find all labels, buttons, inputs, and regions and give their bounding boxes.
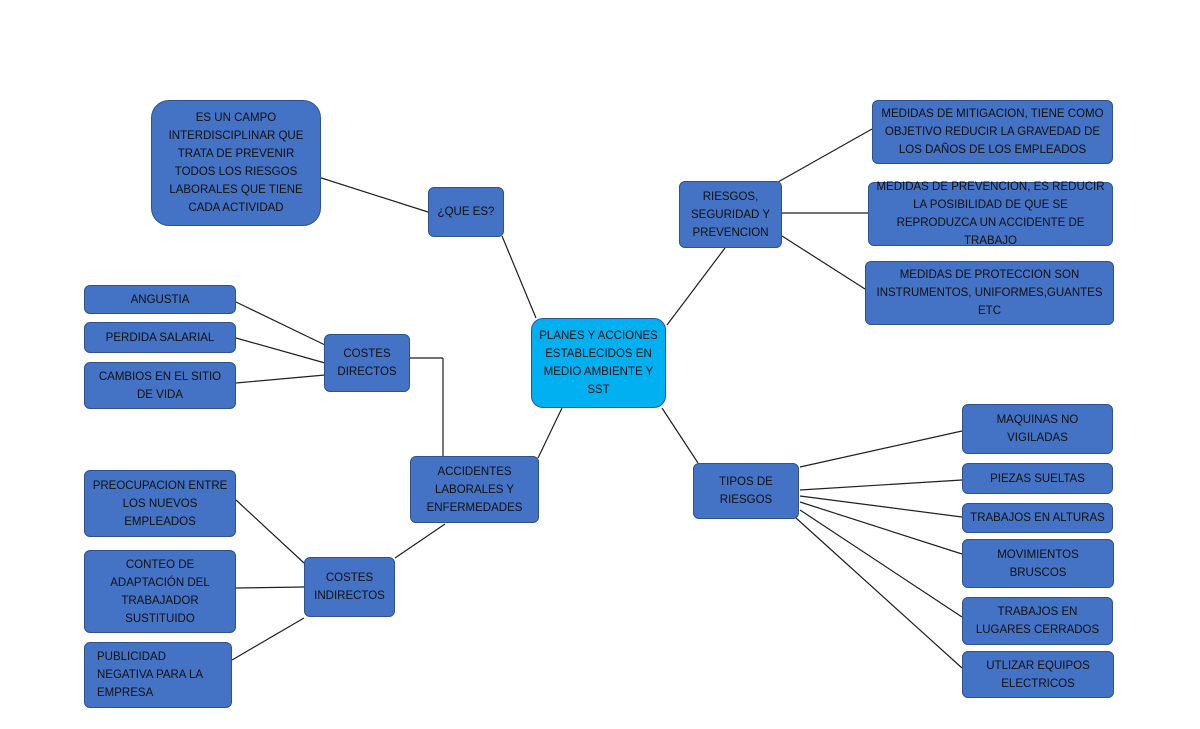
link-que-es-definicion xyxy=(311,174,429,213)
maquinas-node: MAQUINAS NO VIGILADAS xyxy=(962,404,1113,454)
conteo-node: CONTEO DE ADAPTACIÓN DEL TRABAJADOR SUST… xyxy=(84,550,236,633)
link-center-accidentes xyxy=(537,407,563,459)
electricos-node: UTLIZAR EQUIPOS ELECTRICOS xyxy=(962,651,1114,698)
movimientos-node: MOVIMIENTOS BRUSCOS xyxy=(962,539,1114,588)
definicion-node: ES UN CAMPO INTERDISCIPLINAR QUE TRATA D… xyxy=(151,100,321,226)
costes-indirectos-node: COSTES INDIRECTOS xyxy=(304,557,395,617)
angustia-node: ANGUSTIA xyxy=(84,285,236,314)
preocupacion-node: PREOCUPACION ENTRE LOS NUEVOS EMPLEADOS xyxy=(84,470,236,537)
tipos-riesgos-node: TIPOS DE RIESGOS xyxy=(693,463,799,519)
costes-directos-node: COSTES DIRECTOS xyxy=(324,334,410,392)
link-riesgos-mitigacion xyxy=(777,128,873,183)
link-indirectos-publicidad xyxy=(231,617,305,661)
link-indirectos-conteo xyxy=(235,586,305,589)
center-node: PLANES Y ACCIONES ESTABLECIDOS EN MEDIO … xyxy=(531,318,666,408)
piezas-node: PIEZAS SUELTAS xyxy=(962,463,1113,494)
link-center-tipos xyxy=(661,407,699,464)
perdida-salarial-node: PERDIDA SALARIAL xyxy=(84,322,236,353)
riesgos-seguridad-node: RIESGOS, SEGURIDAD Y PREVENCION xyxy=(679,181,782,248)
accidentes-node: ACCIDENTES LABORALES Y ENFERMEDADES xyxy=(410,456,539,523)
link-accidentes-indirectos xyxy=(394,523,446,559)
link-directos-salarial xyxy=(235,337,326,364)
link-tipos-maquinas xyxy=(799,430,963,468)
link-tipos-electricos xyxy=(795,517,963,669)
link-tipos-alturas xyxy=(799,495,963,518)
proteccion-node: MEDIDAS DE PROTECCION SON INSTRUMENTOS, … xyxy=(865,261,1114,325)
link-tipos-movimientos xyxy=(799,501,963,555)
alturas-node: TRABAJOS EN ALTURAS xyxy=(962,503,1113,533)
cambios-sitio-node: CAMBIOS EN EL SITIO DE VIDA xyxy=(84,362,236,409)
link-directos-angustia xyxy=(235,301,326,346)
cerrados-node: TRABAJOS EN LUGARES CERRADOS xyxy=(962,597,1113,645)
publicidad-node: PUBLICIDAD NEGATIVA PARA LA EMPRESA xyxy=(84,642,232,708)
link-tipos-piezas xyxy=(799,479,963,491)
link-directos-cambios xyxy=(235,374,326,384)
que-es-node: ¿QUE ES? xyxy=(428,187,504,237)
prevencion-node: MEDIDAS DE PREVENCION, ES REDUCIR LA POS… xyxy=(868,181,1113,247)
link-riesgos-proteccion xyxy=(781,235,866,290)
link-center-que-es xyxy=(501,235,537,319)
link-center-riesgos xyxy=(666,247,726,326)
link-indirectos-preocupacion xyxy=(235,499,305,564)
link-tipos-cerrados xyxy=(799,509,963,618)
mitigacion-node: MEDIDAS DE MITIGACION, TIENE COMO OBJETI… xyxy=(872,100,1113,164)
